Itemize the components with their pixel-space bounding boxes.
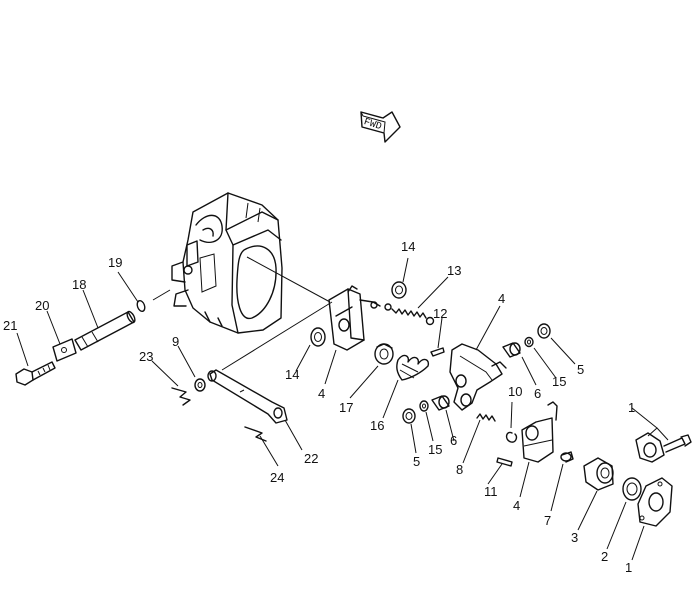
part-8-small-spring xyxy=(476,413,496,422)
callout-17: 17 xyxy=(339,400,353,415)
part-6-bushing-lower xyxy=(431,395,450,411)
callout-10: 10 xyxy=(508,384,522,399)
callout-22: 22 xyxy=(304,451,318,466)
part-16-spring-coil xyxy=(396,354,430,381)
fwd-arrow-icon: FWD xyxy=(360,111,401,143)
part-4-bracket-left xyxy=(328,285,381,351)
part-15-washer-upper xyxy=(524,336,534,348)
callout-14-upper: 14 xyxy=(401,239,415,254)
part-10-snap-ring xyxy=(505,431,518,443)
part-5-washer-upper xyxy=(537,323,551,339)
callout-14-lower: 14 xyxy=(285,367,299,382)
part-12-pin xyxy=(430,347,445,357)
callout-15-lower: 15 xyxy=(428,442,442,457)
callout-2: 2 xyxy=(601,549,608,564)
part-19-o-ring xyxy=(136,299,146,313)
part-13-spring xyxy=(384,303,435,326)
part-24-pin xyxy=(244,426,267,442)
part-23-clip xyxy=(171,387,191,406)
part-18-shaft xyxy=(74,310,136,351)
callout-18: 18 xyxy=(72,277,86,292)
callout-7: 7 xyxy=(544,513,551,528)
callout-21: 21 xyxy=(3,318,17,333)
callout-9: 9 xyxy=(172,334,179,349)
part-21-bolt xyxy=(15,361,56,386)
part-6-bushing-upper xyxy=(502,342,521,358)
callout-20: 20 xyxy=(35,298,49,313)
transmission-housing xyxy=(171,192,283,334)
part-5-washer-lower xyxy=(402,408,416,424)
part-9-washer xyxy=(194,378,206,392)
callout-labels: 1 1 2 3 4 4 4 5 5 6 6 7 8 9 10 11 12 13 … xyxy=(3,239,635,575)
part-4-bracket-right xyxy=(521,401,558,463)
callout-8: 8 xyxy=(456,462,463,477)
callout-13: 13 xyxy=(447,263,461,278)
part-14-seal-lower xyxy=(310,327,326,347)
part-2-bearing xyxy=(622,477,642,501)
part-14-seal-upper xyxy=(391,281,407,299)
connection-lines xyxy=(152,256,333,371)
fwd-label: FWD xyxy=(362,117,383,133)
callout-11: 11 xyxy=(484,484,498,499)
callout-19: 19 xyxy=(108,255,122,270)
part-20-plate xyxy=(52,338,77,362)
part-4-arm-plate-center xyxy=(449,343,507,411)
callout-5-upper: 5 xyxy=(577,362,584,377)
callout-5-lower: 5 xyxy=(413,454,420,469)
part-3-collar xyxy=(583,457,614,491)
callout-12: 12 xyxy=(433,306,447,321)
callout-6-upper: 6 xyxy=(534,386,541,401)
callout-4-left: 4 xyxy=(318,386,325,401)
callout-4-center: 4 xyxy=(498,291,505,306)
callout-15-upper: 15 xyxy=(552,374,566,389)
part-11-pin xyxy=(496,457,513,467)
callout-16: 16 xyxy=(370,418,384,433)
part-1-valve-upper xyxy=(635,432,692,463)
part-7-screw xyxy=(560,451,574,463)
callout-1-lower: 1 xyxy=(625,560,632,575)
part-15-washer-lower xyxy=(419,400,429,412)
part-1-cover-lower xyxy=(637,477,673,527)
callout-3: 3 xyxy=(571,530,578,545)
part-17-bushing xyxy=(374,343,394,365)
callout-6-lower: 6 xyxy=(450,433,457,448)
callout-4-right: 4 xyxy=(513,498,520,513)
leader-lines xyxy=(16,257,669,561)
callout-1-upper: 1 xyxy=(628,400,635,415)
callout-23: 23 xyxy=(139,349,153,364)
part-22-lever xyxy=(207,369,288,424)
callout-24: 24 xyxy=(270,470,284,485)
